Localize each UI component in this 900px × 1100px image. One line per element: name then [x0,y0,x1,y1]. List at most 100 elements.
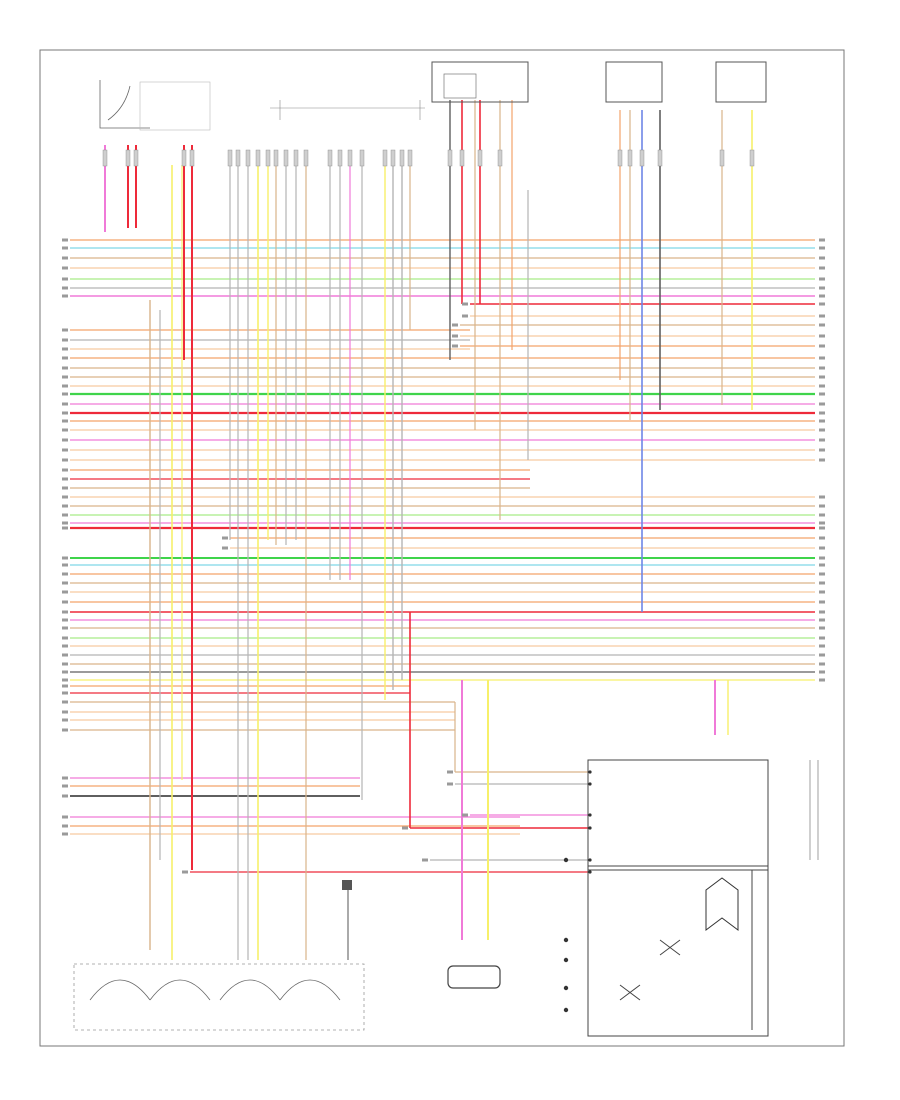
wire-label-left-57 [62,728,68,732]
bottom-connector-block [73,963,365,1031]
wire-label-right-2 [819,256,825,260]
wire-label-right-25 [819,448,825,452]
wire-label-right-43 [819,610,825,614]
connector-pin-top-27 [627,149,633,167]
wire-label-right-9 [819,323,825,327]
connector-pin-top-10 [273,149,279,167]
connector-pin-top-26 [617,149,623,167]
wire-label-right-45 [819,626,825,630]
wire-label-left-8 [462,314,468,318]
wire-label-left-9 [452,323,458,327]
terminal-dot-2 [563,957,569,963]
wire-label-left-7 [462,302,468,306]
module-terminal-5 [588,770,592,774]
wire-label-right-39 [819,572,825,576]
connector-pin-top-30 [719,149,725,167]
wire-label-left-14 [62,347,68,351]
wire-label-right-3 [819,266,825,270]
wire-label-left-10 [452,334,458,338]
connector-pin-top-0 [102,149,108,167]
wire-label-left-41 [62,590,68,594]
connector-pin-top-13 [303,149,309,167]
wire-label-left-43 [62,610,68,614]
wire-label-left-27 [62,468,68,472]
connector-pin-top-9 [265,149,271,167]
wire-label-right-46 [819,636,825,640]
wire-label-left-23 [62,428,68,432]
wire-label-left-24 [62,438,68,442]
wire-label-left-36 [222,546,228,550]
connector-pin-top-11 [283,149,289,167]
connector-pin-top-3 [181,149,187,167]
horizontal-wire-group [70,239,815,873]
wire-label-right-21 [819,411,825,415]
module-terminal-0 [588,813,592,817]
wire-label-left-37 [62,556,68,560]
center-ground-symbol [342,880,352,890]
wire-label-left-61 [62,815,68,819]
terminal-dot-4 [563,1007,569,1013]
connector-pin-top-4 [189,149,195,167]
wire-label-right-6 [819,294,825,298]
wire-label-left-11 [452,344,458,348]
wire-label-left-52 [62,684,68,688]
wire-label-left-39 [62,572,68,576]
wire-label-left-1 [62,246,68,250]
wire-label-right-36 [819,546,825,550]
vertical-wire-group [104,100,753,960]
wire-label-left-34 [62,526,68,530]
wire-label-left-58 [62,776,68,780]
module-terminal-4 [588,782,592,786]
wire-label-left-55 [62,710,68,714]
wire-label-left-22 [62,419,68,423]
wire-label-right-51 [819,678,825,682]
bottom-connector-arc-0 [89,979,151,1001]
top-box-2 [443,73,477,99]
bottom-connector-arc-3 [279,979,341,1001]
top-box-3 [605,61,663,103]
connector-pin-top-5 [227,149,233,167]
top-center-harness [270,100,425,120]
connector-pin-top-6 [235,149,241,167]
wire-label-right-48 [819,653,825,657]
wire-label-right-44 [819,618,825,622]
terminal-dot-1 [563,937,569,943]
wire-label-left-33 [62,521,68,525]
connector-pin-top-19 [390,149,396,167]
connector-pin-top-29 [657,149,663,167]
wire-label-right-8 [819,314,825,318]
wire-label-left-49 [62,662,68,666]
wire-label-left-17 [62,375,68,379]
wire-label-left-38 [62,563,68,567]
switch-symbol [705,877,739,931]
wire-label-left-3 [62,266,68,270]
wire-label-right-38 [819,563,825,567]
wire-label-left-12 [62,328,68,332]
wire-label-left-59 [62,784,68,788]
wire-label-left-2 [62,256,68,260]
wire-label-right-4 [819,277,825,281]
wire-label-left-66 [462,813,468,817]
wire-label-left-53 [62,691,68,695]
wire-label-right-19 [819,392,825,396]
wire-label-left-42 [62,600,68,604]
connector-pin-top-31 [749,149,755,167]
module-terminal-3 [588,870,592,874]
wire-label-left-51 [62,678,68,682]
wire-label-left-5 [62,286,68,290]
wire-label-left-65 [447,782,453,786]
connector-pin-top-17 [359,149,365,167]
wire-label-right-31 [819,504,825,508]
connector-pin-top-21 [407,149,413,167]
wire-label-left-25 [62,448,68,452]
wire-label-left-68 [422,858,428,862]
wire-label-left-18 [62,384,68,388]
wire-label-left-64 [447,770,453,774]
connector-pin-top-2 [133,149,139,167]
connector-pin-top-12 [293,149,299,167]
module-block [587,759,769,871]
wire-label-left-69 [182,870,188,874]
wire-label-left-26 [62,458,68,462]
wire-label-right-37 [819,556,825,560]
